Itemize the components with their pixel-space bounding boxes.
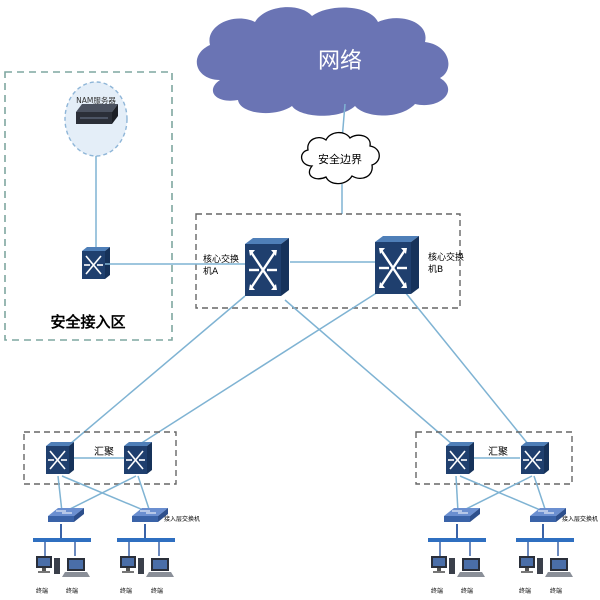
aggregation-access-links: [57, 475, 547, 513]
access-switch-icon: [529, 507, 567, 523]
security-border-cloud: 安全边界: [301, 131, 380, 185]
nam-server: NAM服务器: [64, 81, 128, 157]
access-group-3: 终端 终端: [428, 507, 486, 595]
access-group-2: 接入层交换机 终端 终端: [117, 507, 200, 595]
core-switch-b-label-1: 核心交换: [428, 251, 464, 263]
secure-access-zone-box: [4, 71, 173, 341]
nam-server-label: NAM服务器: [76, 95, 116, 105]
laptop-icon: [457, 558, 485, 577]
aggregation-switch-left-2: [123, 441, 153, 475]
core-switch-b: [373, 234, 421, 296]
terminal-label: 终端: [519, 587, 531, 595]
secure-zone-switch: [81, 246, 111, 280]
aggregation-switch-right-1: [445, 441, 475, 475]
core-switch-a: [243, 236, 291, 298]
terminal-label: 终端: [151, 587, 163, 595]
terminal-label: 终端: [431, 587, 443, 595]
cloud-label: 网络: [318, 49, 362, 74]
desktop-icon: [519, 556, 543, 574]
terminal-label: 终端: [550, 587, 562, 595]
access-switch-icon: [131, 507, 169, 523]
terminal-label: 终端: [36, 587, 48, 595]
laptop-icon: [545, 558, 573, 577]
aggregation-left-label: 汇聚: [94, 445, 114, 458]
aggregation-switch-right-2: [520, 441, 550, 475]
access-switch-label: 接入层交换机: [164, 515, 200, 523]
server-icon: [76, 104, 118, 112]
security-border-label: 安全边界: [318, 152, 362, 166]
core-aggregation-links: [69, 291, 529, 445]
desktop-icon: [120, 556, 144, 574]
aggregation-box-right: [415, 431, 573, 485]
terminal-label: 终端: [461, 587, 473, 595]
aggregation-switch-left-1: [45, 441, 75, 475]
terminal-label: 终端: [66, 587, 78, 595]
access-group-4: 接入层交换机 终端 终端: [516, 507, 598, 595]
aggregation-box-left: [23, 431, 177, 485]
core-switch-a-label-2: 机A: [203, 265, 219, 277]
access-switch-icon: [443, 507, 481, 523]
core-switch-box: [195, 213, 461, 309]
core-switch-b-label-2: 机B: [428, 263, 443, 275]
access-switch-icon: [47, 507, 85, 523]
aggregation-right-label: 汇聚: [488, 445, 508, 458]
desktop-icon: [431, 556, 455, 574]
access-group-1: 终端 终端: [33, 507, 91, 595]
terminal-label: 终端: [120, 587, 132, 595]
laptop-icon: [146, 558, 174, 577]
desktop-icon: [36, 556, 60, 574]
network-cloud: 网络: [196, 7, 449, 116]
access-switch-label: 接入层交换机: [562, 515, 598, 523]
core-switch-a-label-1: 核心交换: [203, 253, 239, 265]
secure-access-zone-title: 安全接入区: [50, 313, 125, 331]
laptop-icon: [62, 558, 90, 577]
